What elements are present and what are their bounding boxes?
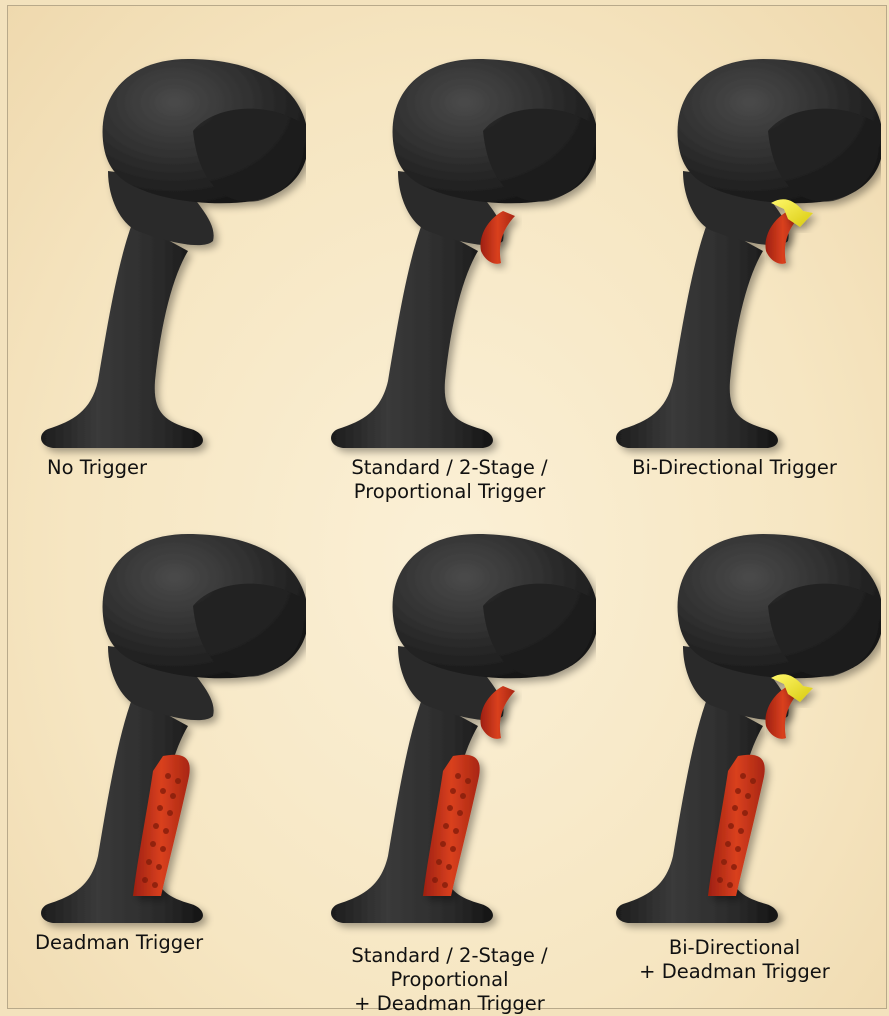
variant-deadman-trigger: Deadman Trigger [13,526,306,936]
variant-caption: Standard / 2-Stage / Proportional Trigge… [303,456,596,504]
variant-no-trigger: No Trigger [13,51,306,461]
joystick-grip-image [303,51,596,461]
variant-standard-deadman-trigger: Standard / 2-Stage / Proportional + Dead… [303,526,596,936]
joystick-grip-image [13,526,306,936]
variant-caption: Standard / 2-Stage / Proportional + Dead… [303,944,596,1016]
joystick-grip-image [588,51,881,461]
variant-caption: Bi-Directional + Deadman Trigger [588,936,881,984]
joystick-grip-image [13,51,306,461]
joystick-grip-image [303,526,596,936]
joystick-grip-image [588,526,881,936]
variant-bidirectional-trigger: Bi-Directional Trigger [588,51,881,461]
variant-caption: Bi-Directional Trigger [588,456,881,480]
joystick-options-panel: No Trigger Standard / 2-Stage / Proporti… [7,5,887,1009]
variant-standard-trigger: Standard / 2-Stage / Proportional Trigge… [303,51,596,461]
variant-caption: Deadman Trigger [35,931,328,955]
variant-bidirectional-deadman-trigger: Bi-Directional + Deadman Trigger [588,526,881,936]
variant-caption: No Trigger [47,456,340,480]
